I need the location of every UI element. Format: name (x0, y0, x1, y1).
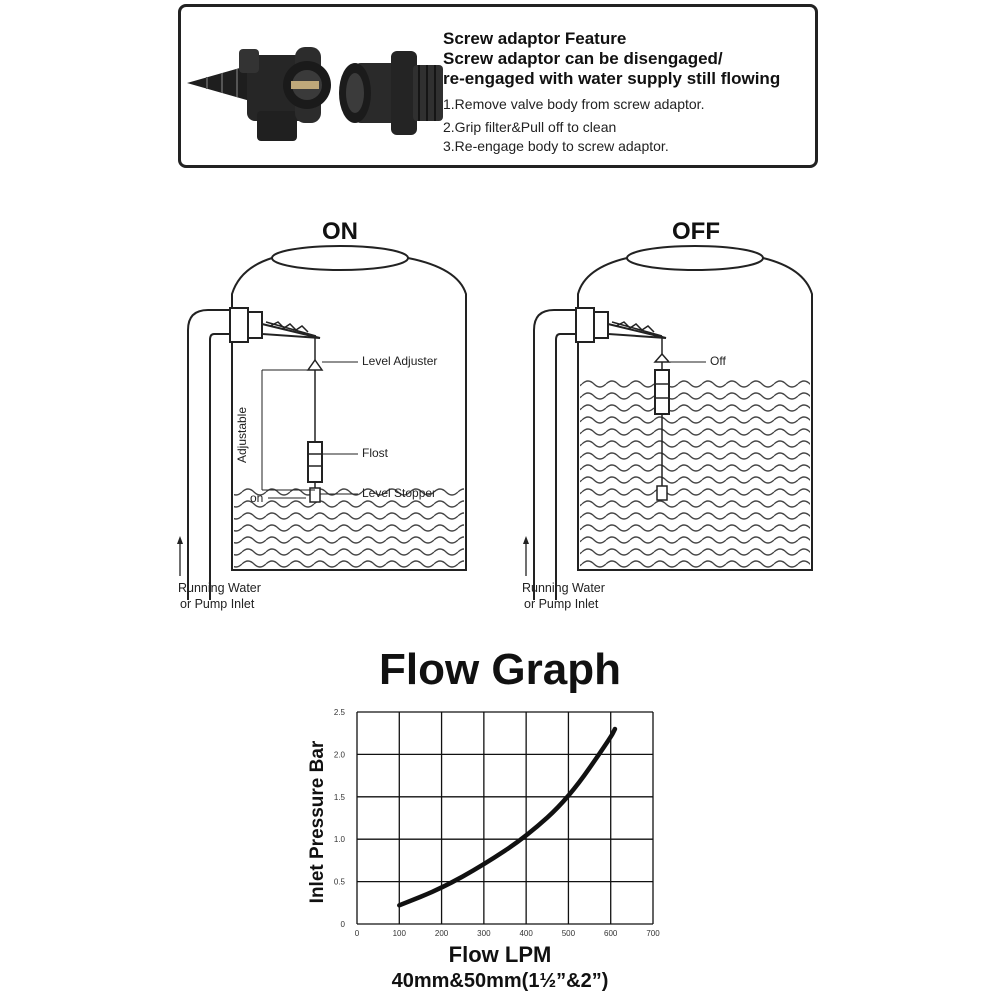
flow-curve (397, 726, 618, 908)
x-tick-label: 700 (646, 929, 660, 938)
x-tick-label: 200 (435, 929, 449, 938)
off-callout: Off (710, 354, 726, 368)
level-adjuster-callout: Level Adjuster (362, 354, 438, 368)
feature-step-1: 1.Remove valve body from screw adaptor. (443, 96, 705, 112)
float-callout: Flost (362, 446, 389, 460)
tank-diagram-on: ON Level Adjuster Flost Level Stopper on… (170, 210, 630, 630)
adjustable-callout: Adjustable (235, 406, 250, 464)
y-tick-label: 1.0 (334, 835, 346, 844)
inlet-label-on-line-1: Running Water (178, 581, 261, 595)
diagram-on-label: ON (322, 218, 358, 245)
feature-subtitle-2: re-engaged with water supply still flowi… (443, 69, 781, 88)
x-axis-title: Flow LPM (448, 942, 552, 967)
x-tick-label: 500 (562, 929, 576, 938)
diagram-off-label: OFF (672, 218, 720, 245)
x-tick-label: 400 (519, 929, 533, 938)
y-tick-label: 2.5 (334, 708, 346, 717)
y-tick-label: 0 (341, 920, 346, 929)
flow-chart: 0 100 200 300 400 500 600 700 0 0.5 1.0 1.5 2.0 2.5 (334, 708, 660, 938)
feature-panel: Screw adaptor Feature Screw adaptor can … (178, 4, 818, 168)
y-tick-label: 2.0 (334, 750, 346, 759)
x-tick-label: 100 (393, 929, 407, 938)
tank-on-drawing (177, 245, 467, 600)
x-tick-label: 0 (355, 929, 360, 938)
on-callout: on (250, 491, 264, 505)
y-axis-title: Inlet Pressure Bar (307, 740, 328, 904)
level-stopper-callout: Level Stopper (362, 486, 437, 500)
graph-title: Flow Graph (379, 645, 621, 694)
feature-subtitle-1: Screw adaptor can be disengaged/ (443, 49, 723, 68)
inlet-label-on-line-2: or Pump Inlet (180, 597, 255, 611)
y-tick-label: 1.5 (334, 793, 346, 802)
size-caption: 40mm&50mm(1½”&2”) (391, 970, 609, 992)
inlet-label-off-line-2: or Pump Inlet (524, 597, 599, 611)
tank-off-drawing (523, 245, 813, 600)
inlet-label-off: Running Water or Pump Inlet (522, 580, 605, 612)
feature-step-3: 3.Re-engage body to screw adaptor. (443, 138, 669, 154)
feature-step-2: 2.Grip filter&Pull off to clean (443, 119, 617, 135)
x-tick-label: 600 (604, 929, 618, 938)
feature-text: Screw adaptor Feature Screw adaptor can … (443, 29, 813, 156)
tank-diagram-off: OFF Off Running Water or Pump Inlet (510, 210, 970, 630)
feature-title: Screw adaptor Feature (443, 29, 627, 48)
screw-adaptor-photo (187, 47, 443, 141)
inlet-label-on: Running Water or Pump Inlet (178, 580, 261, 612)
x-tick-label: 300 (477, 929, 491, 938)
inlet-label-off-line-1: Running Water (522, 581, 605, 595)
y-tick-label: 0.5 (334, 878, 346, 887)
